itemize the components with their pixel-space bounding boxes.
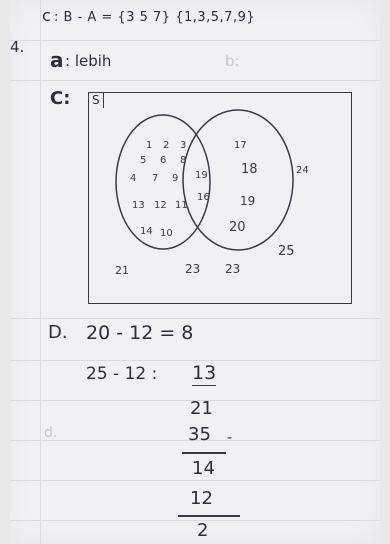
part-d-line2-left: 25 - 12 :	[86, 364, 157, 384]
venn-element: 4	[130, 173, 136, 184]
venn-element: 20	[229, 220, 246, 235]
subtraction-rule	[182, 452, 226, 454]
ruled-line	[10, 40, 380, 41]
ruled-line	[10, 480, 380, 481]
venn-element: 5	[140, 155, 146, 166]
venn-element: 9	[172, 173, 178, 184]
venn-outside-element: 23	[185, 262, 200, 276]
venn-element: 1	[146, 140, 152, 151]
venn-element: 6	[160, 155, 166, 166]
stack-value: 14	[192, 458, 215, 479]
venn-element: 2	[163, 140, 169, 151]
line2-label: a	[50, 48, 64, 72]
line1-expression: : B - A = {3 5 7} {1,3,5,7,9}	[54, 10, 255, 25]
ruled-line	[10, 80, 380, 81]
venn-element: 19	[195, 170, 208, 181]
venn-element: 19	[240, 194, 255, 208]
venn-outside-element: 21	[115, 264, 129, 277]
line3-label: C:	[50, 88, 70, 109]
stack-value: 12	[190, 488, 213, 509]
venn-element: 14	[140, 226, 153, 237]
faint-d-label: d.	[44, 425, 57, 441]
stack-value: 35	[188, 424, 211, 445]
part-d-line1: 20 - 12 = 8	[86, 322, 193, 344]
venn-element: 10	[160, 228, 173, 239]
line2-text: : lebih	[65, 52, 111, 70]
venn-element: 16	[197, 192, 210, 203]
venn-element: 7	[152, 173, 158, 184]
venn-element: 12	[154, 200, 167, 211]
minus-sign: -	[227, 430, 232, 446]
venn-element: 8	[180, 155, 186, 166]
faint-b-label: b:	[225, 52, 240, 70]
venn-element: 13	[132, 200, 145, 211]
venn-element: 3	[180, 140, 186, 151]
stack-value: 2	[197, 520, 208, 541]
part-d-line2-right: 13	[192, 362, 216, 386]
line1-label: c	[42, 6, 51, 25]
venn-outside-element: 25	[278, 244, 295, 259]
ruled-line	[10, 360, 380, 361]
ruled-line	[10, 520, 380, 521]
stack-value: 21	[190, 398, 213, 419]
venn-outside-element: 23	[225, 262, 240, 276]
question-number: 4.	[10, 38, 24, 56]
subtraction-rule	[178, 515, 240, 517]
margin-line	[40, 0, 41, 544]
ruled-line	[10, 318, 380, 319]
part-d-label: D.	[48, 322, 68, 343]
venn-element: 17	[234, 140, 247, 151]
venn-element: 18	[241, 162, 258, 177]
venn-outside-element: 24	[296, 165, 309, 176]
venn-element: 11	[175, 200, 188, 211]
